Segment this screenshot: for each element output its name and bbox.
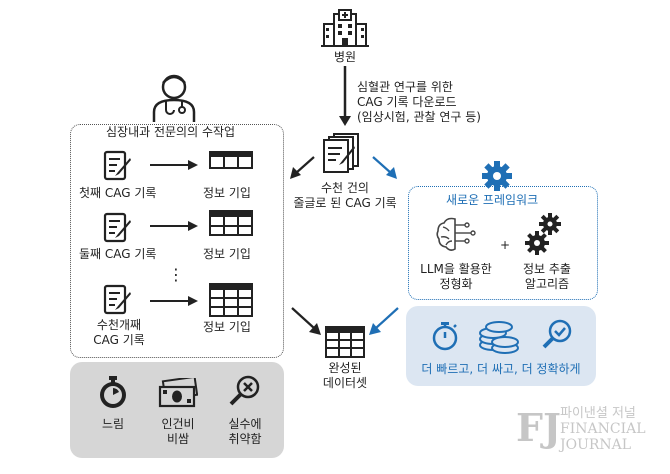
brain-circuit-icon <box>435 215 479 259</box>
arrow-to-manual <box>290 156 315 179</box>
benefits-text: 더 빠르고, 더 싸고, 더 정확하게 <box>421 362 581 376</box>
manual-work-title: 심장내과 전문의의 수작업 <box>102 125 240 140</box>
gears-icon <box>525 212 565 260</box>
framework-title: 새로운 프레임워크 <box>446 193 539 207</box>
llm-label-2: 정형화 <box>439 277 473 291</box>
plus-sign: + <box>500 238 511 252</box>
stopwatch-icon <box>96 374 130 414</box>
dataset-table-icon <box>325 326 365 362</box>
entry-label-2: 정보 기입 <box>203 247 251 261</box>
entry-label-3: 정보 기입 <box>203 320 251 334</box>
download-text-1: 심혈관 연구를 위한 <box>357 80 453 94</box>
record-label-3b: CAG 기록 <box>93 333 145 347</box>
arrow-right <box>150 160 198 170</box>
download-text-3: (임상시험, 관찰 연구 등) <box>357 110 481 124</box>
drawback-label-3a: 실수에 <box>228 417 262 431</box>
gear-icon <box>481 160 513 196</box>
dataset-label-1: 완성된 <box>328 361 362 375</box>
coins-icon <box>477 318 521 358</box>
doctor-icon <box>150 70 198 124</box>
table-icon <box>209 210 253 240</box>
manual-work-box <box>70 124 284 358</box>
hospital-icon <box>321 8 369 48</box>
arrow-right <box>150 221 198 231</box>
records-label-2: 줄글로 된 CAG 기록 <box>293 196 397 210</box>
download-arrow <box>339 66 351 126</box>
framework-box <box>408 186 598 300</box>
dataset-label-2: 데이터셋 <box>322 376 368 390</box>
records-label-1: 수천 건의 <box>321 181 369 195</box>
stopwatch-icon <box>430 320 460 356</box>
table-icon <box>209 283 253 321</box>
drawback-label-2a: 인건비 <box>161 417 195 431</box>
entry-label-1: 정보 기입 <box>203 186 251 200</box>
download-text-2: CAG 기록 다운로드 <box>357 95 457 109</box>
ellipsis: ⋮ <box>168 265 184 284</box>
arrow-right <box>150 296 198 306</box>
money-icon <box>158 375 199 412</box>
table-icon <box>209 151 253 173</box>
watermark-logo: FJ 파이낸셜 저널 FINANCIAL JOURNAL <box>516 405 646 453</box>
document-edit-icon <box>103 284 133 320</box>
algo-label-2: 알고리즘 <box>524 277 570 291</box>
arrow-framework-to-dataset <box>369 307 399 335</box>
document-edit-icon <box>103 212 133 248</box>
record-label-3a: 수천개째 <box>96 318 142 332</box>
record-label-2: 둘째 CAG 기록 <box>79 247 157 261</box>
hospital-label: 병원 <box>333 50 357 64</box>
drawback-label-1a: 느림 <box>101 417 125 431</box>
llm-label-1: LLM을 활용한 <box>420 262 492 276</box>
document-edit-icon <box>103 150 133 186</box>
arrow-to-framework <box>372 156 397 179</box>
error-magnifier-icon <box>228 374 262 412</box>
accuracy-magnifier-icon <box>541 319 573 355</box>
arrow-manual-to-dataset <box>291 307 321 335</box>
drawback-label-2b: 비쌈 <box>166 432 190 446</box>
record-label-1: 첫째 CAG 기록 <box>79 186 157 200</box>
drawback-label-3b: 취약함 <box>228 432 262 446</box>
document-stack-icon <box>320 132 370 180</box>
algo-label-1: 정보 추출 <box>523 262 571 276</box>
